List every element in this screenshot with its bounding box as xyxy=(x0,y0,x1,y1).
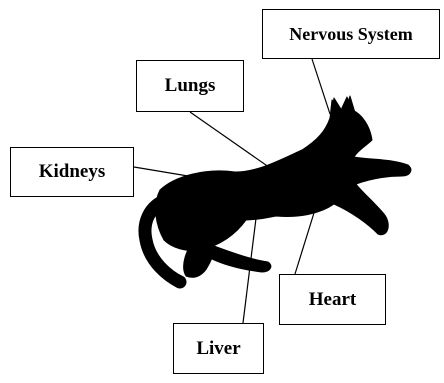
cat-hind-paw xyxy=(210,246,271,272)
leader-line-nervous-system xyxy=(312,59,330,114)
cat-silhouette xyxy=(145,96,411,282)
cat-body xyxy=(156,97,411,251)
label-heart: Heart xyxy=(279,274,386,325)
label-nervous-system: Nervous System xyxy=(262,9,440,59)
label-kidneys: Kidneys xyxy=(10,147,134,197)
label-lungs: Lungs xyxy=(136,60,244,112)
label-liver: Liver xyxy=(173,323,264,374)
